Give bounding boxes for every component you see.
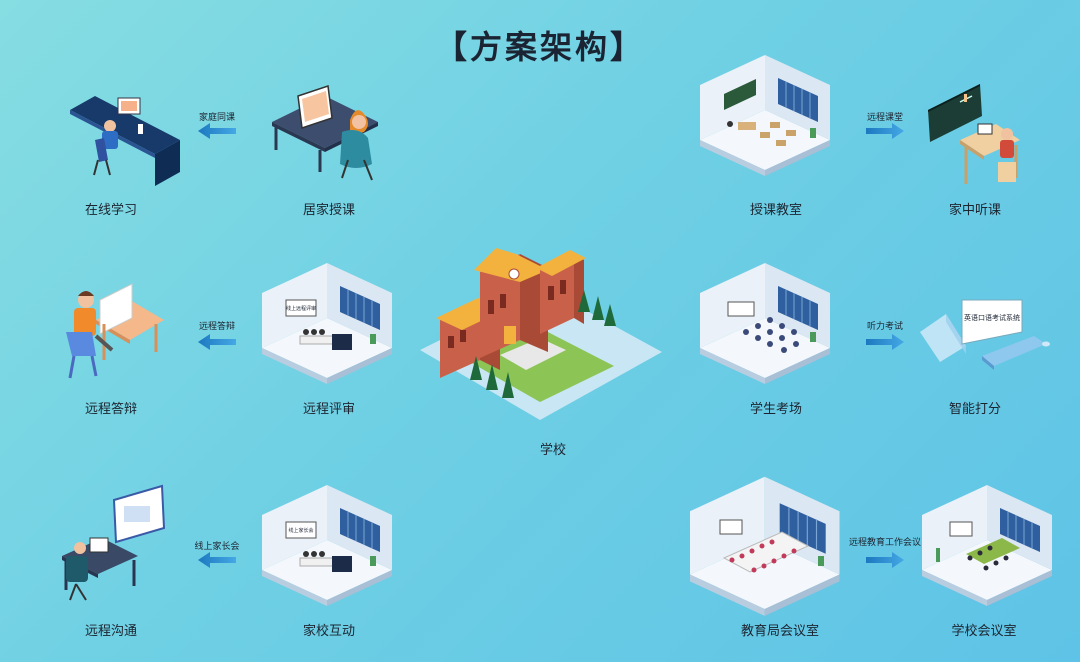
- scoring-screen-text: 英语口语考试系统: [964, 313, 1020, 322]
- online-study-illustration: [70, 96, 180, 186]
- home-teaching-illustration: [272, 84, 378, 181]
- home-school-illustration: 线上家长会: [261, 484, 393, 607]
- arrow-remote-class: [866, 123, 904, 139]
- label-remote-review: 远程评审: [302, 402, 355, 417]
- home-school-screen-text: 线上家长会: [288, 527, 313, 534]
- school-meeting-illustration: [921, 484, 1053, 607]
- remote-communication-illustration: [62, 484, 166, 601]
- arrow-label-remote-defense: 远程答辩: [198, 322, 235, 332]
- label-home-teaching: 居家授课: [302, 203, 355, 218]
- arrow-label-family-classroom: 家庭同课: [198, 113, 235, 123]
- home-listening-illustration: [928, 84, 1020, 184]
- school-illustration: [420, 248, 662, 420]
- label-home-listening: 家中听课: [948, 203, 1001, 218]
- smart-scoring-illustration: 英语口语考试系统: [920, 299, 1050, 370]
- label-school: 学校: [539, 443, 566, 458]
- arrow-remote-defense: [198, 334, 236, 350]
- label-remote-defense: 远程答辩: [84, 402, 137, 417]
- label-school-meeting: 学校会议室: [951, 624, 1017, 639]
- label-student-exam: 学生考场: [749, 402, 802, 417]
- arrow-online-parent-meeting: [198, 552, 236, 568]
- label-home-school: 家校互动: [302, 624, 355, 639]
- student-exam-illustration: [699, 262, 831, 385]
- edu-bureau-meeting-illustration: [689, 476, 841, 617]
- label-teaching-classroom: 授课教室: [749, 203, 802, 218]
- label-remote-communication: 远程沟通: [84, 624, 137, 639]
- arrow-remote-edu-meeting: [866, 552, 904, 568]
- label-smart-scoring: 智能打分: [948, 402, 1001, 417]
- label-edu-bureau-meeting: 教育局会议室: [740, 624, 819, 639]
- arrow-listening-exam: [866, 334, 904, 350]
- remote-review-illustration: 线上远程评审: [261, 262, 393, 385]
- arrow-label-online-parent-meeting: 线上家长会: [194, 542, 240, 552]
- arrow-label-remote-edu-meeting: 远程教育工作会议: [848, 538, 921, 548]
- teaching-classroom-illustration: [699, 54, 831, 177]
- arrow-label-remote-class: 远程课堂: [866, 113, 903, 123]
- arrow-label-listening-exam: 听力考试: [866, 322, 903, 332]
- arrow-family-classroom: [198, 123, 236, 139]
- label-online-study: 在线学习: [84, 203, 137, 218]
- remote-defense-illustration: [66, 283, 164, 379]
- review-screen-text: 线上远程评审: [286, 305, 316, 312]
- page-title: 【方案架构】: [434, 28, 645, 66]
